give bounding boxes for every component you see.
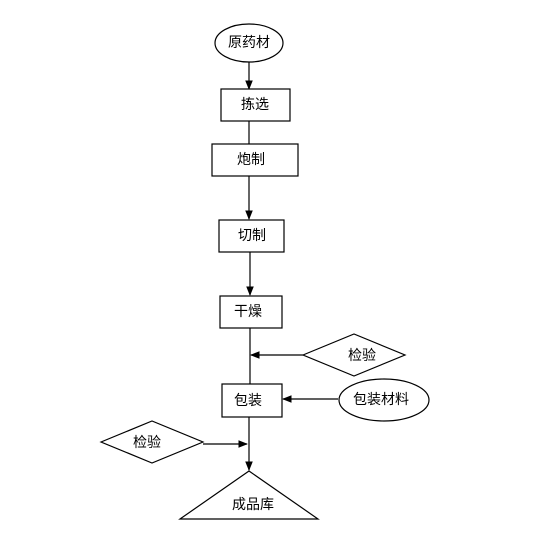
node-packaging: 包装 <box>221 383 283 418</box>
node-warehouse-label: 成品库 <box>232 497 274 513</box>
node-sorting-label: 拣选 <box>241 97 269 113</box>
node-raw-material-label: 原药材 <box>228 35 270 51</box>
node-drying: 干燥 <box>219 295 283 329</box>
node-processing: 炮制 <box>211 143 299 177</box>
node-cutting-label: 切制 <box>238 228 266 244</box>
node-inspection-left: 检验 <box>99 420 205 464</box>
node-inspection-right: 检验 <box>301 333 407 377</box>
node-packaging-material-label: 包装材料 <box>353 392 409 408</box>
node-inspection-right-label: 检验 <box>348 348 376 364</box>
node-packaging-material: 包装材料 <box>338 378 430 422</box>
node-inspection-left-label: 检验 <box>133 435 161 451</box>
node-packaging-label: 包装 <box>234 393 262 409</box>
node-processing-label: 炮制 <box>237 152 265 168</box>
node-raw-material: 原药材 <box>214 23 284 63</box>
node-warehouse: 成品库 <box>178 470 320 520</box>
node-cutting: 切制 <box>218 219 285 253</box>
node-sorting: 拣选 <box>220 88 291 122</box>
node-drying-label: 干燥 <box>234 304 262 320</box>
